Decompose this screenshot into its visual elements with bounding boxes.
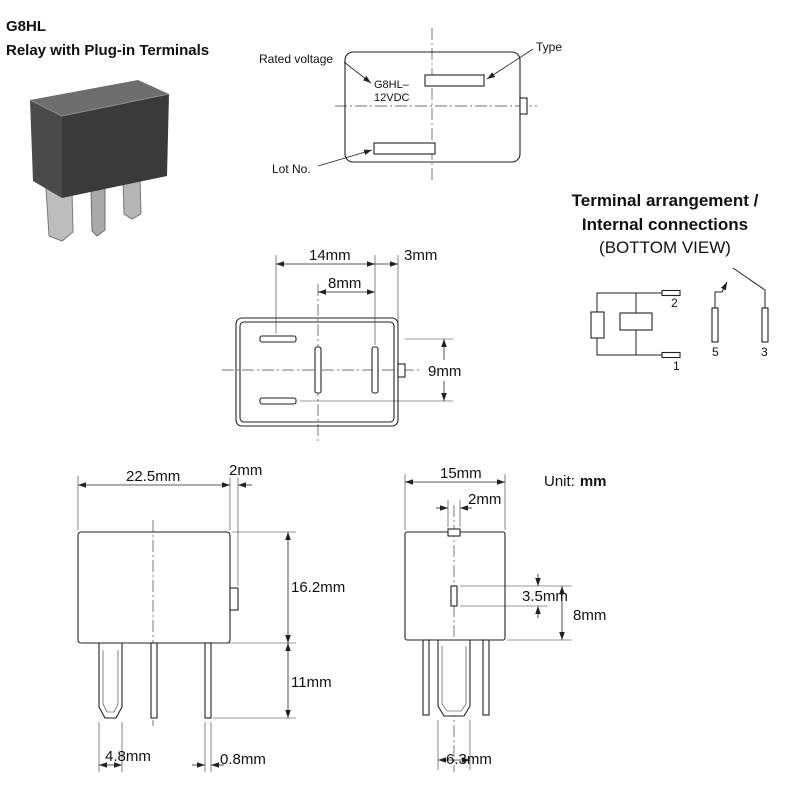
- terminal-slot-bottom: [259, 397, 297, 405]
- dimension-label-16-2mm: 16.2mm: [291, 579, 345, 596]
- header: G8HL Relay with Plug-in Terminals: [6, 18, 209, 59]
- rated-voltage-label: Rated voltage: [259, 52, 333, 66]
- end-pin-wide: [437, 639, 471, 717]
- bottom-side-tab: [397, 363, 406, 378]
- lot-marking-box: [373, 142, 436, 155]
- end-pin-left: [422, 639, 430, 716]
- terminal-slot-middle: [314, 346, 322, 394]
- dimension-label-14mm: 14mm: [309, 247, 351, 264]
- type-leader: [486, 48, 534, 80]
- terminal-1-label: 1: [673, 359, 680, 373]
- unit-note: Unit: mm: [544, 473, 607, 490]
- movable-contact-wire: [732, 267, 766, 308]
- dimension-label-6-3mm: 6.3mm: [446, 751, 492, 768]
- bottom-view: 14mm 3mm 8mm 9mm: [222, 247, 461, 442]
- dimension-label-22-5mm: 22.5mm: [126, 468, 180, 485]
- dimension-label-4-8mm: 4.8mm: [105, 748, 151, 765]
- product-subtitle: Relay with Plug-in Terminals: [6, 42, 209, 59]
- terminal-1-pin: [661, 351, 681, 359]
- lot-leader: [317, 149, 373, 167]
- bottom-outline-inner: [239, 321, 395, 423]
- side-body-outline: [77, 531, 231, 644]
- dimension-label-8mm: 8mm: [328, 275, 361, 292]
- end-side-tab-slot: [450, 585, 458, 607]
- dimension-label-0-8mm: 0.8mm: [220, 751, 266, 768]
- lot-label: Lot No.: [272, 162, 311, 176]
- end-top-tab: [447, 528, 461, 537]
- terminal-slot-top: [259, 335, 297, 343]
- terminal-title-line3: (BOTTOM VIEW): [599, 238, 731, 257]
- terminal-slot-right: [371, 346, 379, 394]
- relay-edge-highlight: [29, 93, 170, 117]
- end-view: 15mm 2mm 3.5mm 8mm 6.3mm: [404, 465, 606, 772]
- unit-value: mm: [580, 473, 607, 490]
- dimension-label-15mm: 15mm: [440, 465, 482, 482]
- marking-view: G8HL– 12VDC Rated voltage Type Lot No.: [259, 28, 562, 182]
- dimension-label-3-5mm: 3.5mm: [522, 588, 568, 605]
- resistor-symbol: [590, 311, 605, 339]
- model-title: G8HL: [6, 18, 46, 35]
- dimension-label-9mm: 9mm: [428, 363, 461, 380]
- side-view: 22.5mm 2mm 16.2mm 11mm 4.8mm 0.8mm: [77, 462, 345, 772]
- dimension-label-11mm: 11mm: [291, 674, 332, 691]
- side-tab: [229, 587, 239, 611]
- relay-top-face: [30, 80, 169, 116]
- thin-pin-right: [204, 642, 212, 719]
- type-marking-box: [424, 74, 485, 87]
- terminal-3-label: 3: [761, 345, 768, 359]
- terminal-5-label: 5: [712, 345, 719, 359]
- internal-connections-schematic: 2 1 5 3: [590, 267, 769, 373]
- marking-voltage-text: 12VDC: [374, 92, 410, 104]
- terminal-2-label: 2: [671, 296, 678, 310]
- wide-pin-inner-edge: [102, 650, 119, 713]
- terminal-3-pin: [761, 307, 769, 343]
- thin-pin-middle: [150, 642, 158, 719]
- dimension-label-3mm: 3mm: [404, 247, 437, 264]
- end-pin-wide-inner-edge: [441, 646, 467, 712]
- terminal-section-title: Terminal arrangement / Internal connecti…: [572, 191, 759, 257]
- rated-voltage-leader: [343, 61, 372, 84]
- coil-symbol: [619, 312, 653, 331]
- side-tab: [519, 97, 528, 115]
- dimension-label-2mm: 2mm: [229, 462, 262, 479]
- relay-photo: [29, 80, 170, 242]
- dimension-label-8mm: 8mm: [573, 607, 606, 624]
- end-pin-right: [482, 639, 490, 716]
- marking-model-text: G8HL–: [374, 79, 410, 91]
- unit-label: Unit:: [544, 473, 575, 490]
- relay-pin-middle: [90, 187, 106, 237]
- relay-end-face: [30, 100, 62, 198]
- fixed-contact-wire: [714, 281, 728, 308]
- terminal-2-pin: [661, 289, 681, 297]
- terminal-title-line2: Internal connections: [582, 215, 748, 234]
- wide-pin: [98, 642, 123, 719]
- relay-front-face: [62, 94, 169, 198]
- terminal-title-line1: Terminal arrangement /: [572, 191, 759, 210]
- dimension-label-2mm: 2mm: [468, 491, 501, 508]
- terminal-5-pin: [711, 307, 719, 343]
- type-label: Type: [536, 40, 562, 54]
